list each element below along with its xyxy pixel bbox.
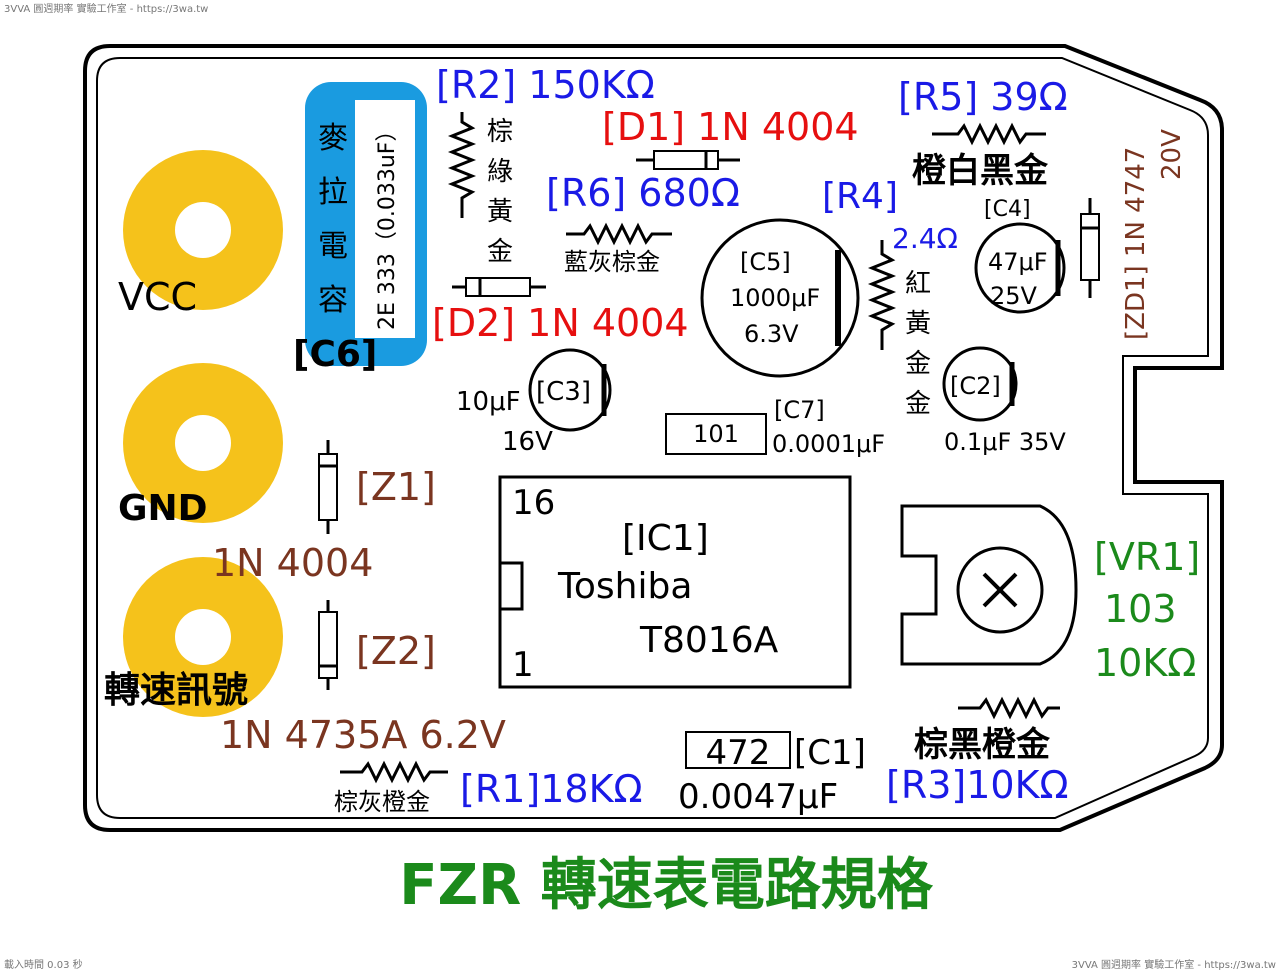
c1-label: [C1] xyxy=(794,733,866,773)
c2-capacitor xyxy=(942,346,1018,422)
c7-marking: 101 xyxy=(693,420,739,448)
watermark-bottom-right: 3VVA 圓週期率 實驗工作室 - https://3wa.tw xyxy=(1072,958,1276,971)
c6-marking: 2E 333（0.033uF） xyxy=(375,120,400,330)
d1-label: [D1] 1N 4004 xyxy=(602,105,859,149)
vr1-potentiometer xyxy=(900,504,1078,666)
z1-label: [Z1] xyxy=(356,465,436,509)
c4-label: [C4] xyxy=(984,197,1031,222)
r4-label: [R4] xyxy=(822,176,898,217)
r1-label: [R1]18KΩ xyxy=(460,767,643,811)
c3-value-2: 16V xyxy=(502,427,553,457)
c6-type-char-2: 拉 xyxy=(318,175,348,210)
r2-band-3: 黃 xyxy=(487,197,513,227)
r2-band-2: 綠 xyxy=(487,157,513,187)
z1-diode xyxy=(318,440,338,534)
pad-signal xyxy=(123,557,283,717)
c7-capacitor xyxy=(665,413,767,455)
r3-label: [R3]10KΩ xyxy=(886,763,1069,807)
watermark-bottom-left: 載入時間 0.03 秒 xyxy=(4,958,83,971)
c4-capacitor xyxy=(974,222,1066,314)
c2-label: [C2] xyxy=(950,372,1001,400)
c1-marking: 472 xyxy=(706,733,771,773)
r6-label: [R6] 680Ω xyxy=(546,171,740,215)
r6-bands: 藍灰棕金 xyxy=(564,248,660,276)
r2-band-1: 棕 xyxy=(487,117,513,147)
pad-gnd-label: GND xyxy=(118,488,208,529)
z2-part: 1N 4735A 6.2V xyxy=(220,713,506,757)
pad-vcc xyxy=(123,150,283,310)
d2-diode xyxy=(452,277,546,297)
c5-label: [C5] xyxy=(740,248,791,276)
pad-signal-label: 轉速訊號 xyxy=(104,670,248,711)
c2-value: 0.1μF 35V xyxy=(944,428,1066,456)
c3-capacitor xyxy=(528,348,612,432)
ic1-pin1: 1 xyxy=(512,645,534,685)
vr1-value: 10KΩ xyxy=(1094,641,1196,685)
r4-resistor xyxy=(867,240,897,350)
page-title: FZR 轉速表電路規格 xyxy=(399,853,933,918)
r6-resistor xyxy=(566,222,672,246)
d1-diode xyxy=(636,150,740,170)
r1-bands: 棕灰橙金 xyxy=(334,788,430,816)
c1-value: 0.0047μF xyxy=(678,777,838,817)
c5-value-1: 1000μF xyxy=(730,284,820,312)
pad-gnd xyxy=(123,363,283,523)
c4-value-1: 47μF xyxy=(988,248,1048,276)
c6-capacitor xyxy=(305,82,427,366)
board-outline xyxy=(83,44,1224,832)
r4-band-2: 黃 xyxy=(905,309,931,339)
zd1-voltage: 20V xyxy=(1157,129,1187,180)
c3-label: [C3] xyxy=(536,377,591,407)
vr1-label: [VR1] xyxy=(1094,535,1200,579)
c3-value-1: 10μF xyxy=(456,387,521,417)
r4-band-1: 紅 xyxy=(905,269,931,299)
r2-band-4: 金 xyxy=(487,237,513,267)
c6-label: [C6] xyxy=(293,334,377,375)
r5-label: [R5] 39Ω xyxy=(898,75,1068,119)
c5-value-2: 6.3V xyxy=(744,320,799,348)
c7-value: 0.0001μF xyxy=(772,430,885,458)
watermark-top: 3VVA 圓週期率 實驗工作室 - https://3wa.tw xyxy=(4,2,208,15)
ic1-pin16: 16 xyxy=(512,483,555,523)
r2-resistor xyxy=(447,112,477,218)
d2-label: [D2] 1N 4004 xyxy=(432,301,689,345)
c6-type-char-1: 麥 xyxy=(318,121,348,156)
r4-band-3: 金 xyxy=(905,349,931,379)
r2-label: [R2] 150KΩ xyxy=(436,63,655,107)
pad-vcc-label: VCC xyxy=(118,275,197,319)
z1-part: 1N 4004 xyxy=(212,541,373,585)
z2-diode xyxy=(318,600,338,690)
ic1-maker: Toshiba xyxy=(557,566,692,607)
c4-value-2: 25V xyxy=(990,282,1038,310)
r5-bands: 橙白黑金 xyxy=(912,151,1049,191)
zd1-diode xyxy=(1080,198,1100,298)
c6-type-char-4: 容 xyxy=(318,283,348,318)
ic1-part: T8016A xyxy=(639,620,779,661)
ic1-label: [IC1] xyxy=(622,518,709,559)
r4-value: 2.4Ω xyxy=(892,222,958,255)
r3-resistor xyxy=(958,696,1060,720)
c7-label: [C7] xyxy=(774,396,825,424)
c1-capacitor xyxy=(685,731,791,769)
c5-capacitor xyxy=(700,218,860,378)
zd1-label: [ZD1] 1N 4747 xyxy=(1121,147,1151,340)
ic1-chip xyxy=(498,475,852,689)
vr1-code: 103 xyxy=(1104,587,1177,631)
r3-bands: 棕黑橙金 xyxy=(914,725,1051,765)
z2-label: [Z2] xyxy=(356,629,436,673)
r5-resistor xyxy=(932,122,1046,146)
r1-resistor xyxy=(340,760,448,784)
c6-type-char-3: 電 xyxy=(318,229,348,264)
r4-band-4: 金 xyxy=(905,389,931,419)
